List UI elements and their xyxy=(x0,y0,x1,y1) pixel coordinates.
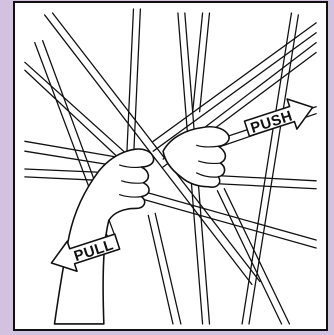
spoke xyxy=(217,176,316,189)
left-hand xyxy=(54,149,153,324)
right-hand xyxy=(163,127,229,187)
spoke xyxy=(25,62,124,157)
spoke-illustration: PUSH PULL xyxy=(15,3,326,329)
spoke xyxy=(193,13,210,112)
spoke xyxy=(242,13,298,324)
illustration-panel: PUSH PULL xyxy=(13,1,328,331)
spoke xyxy=(148,213,181,324)
